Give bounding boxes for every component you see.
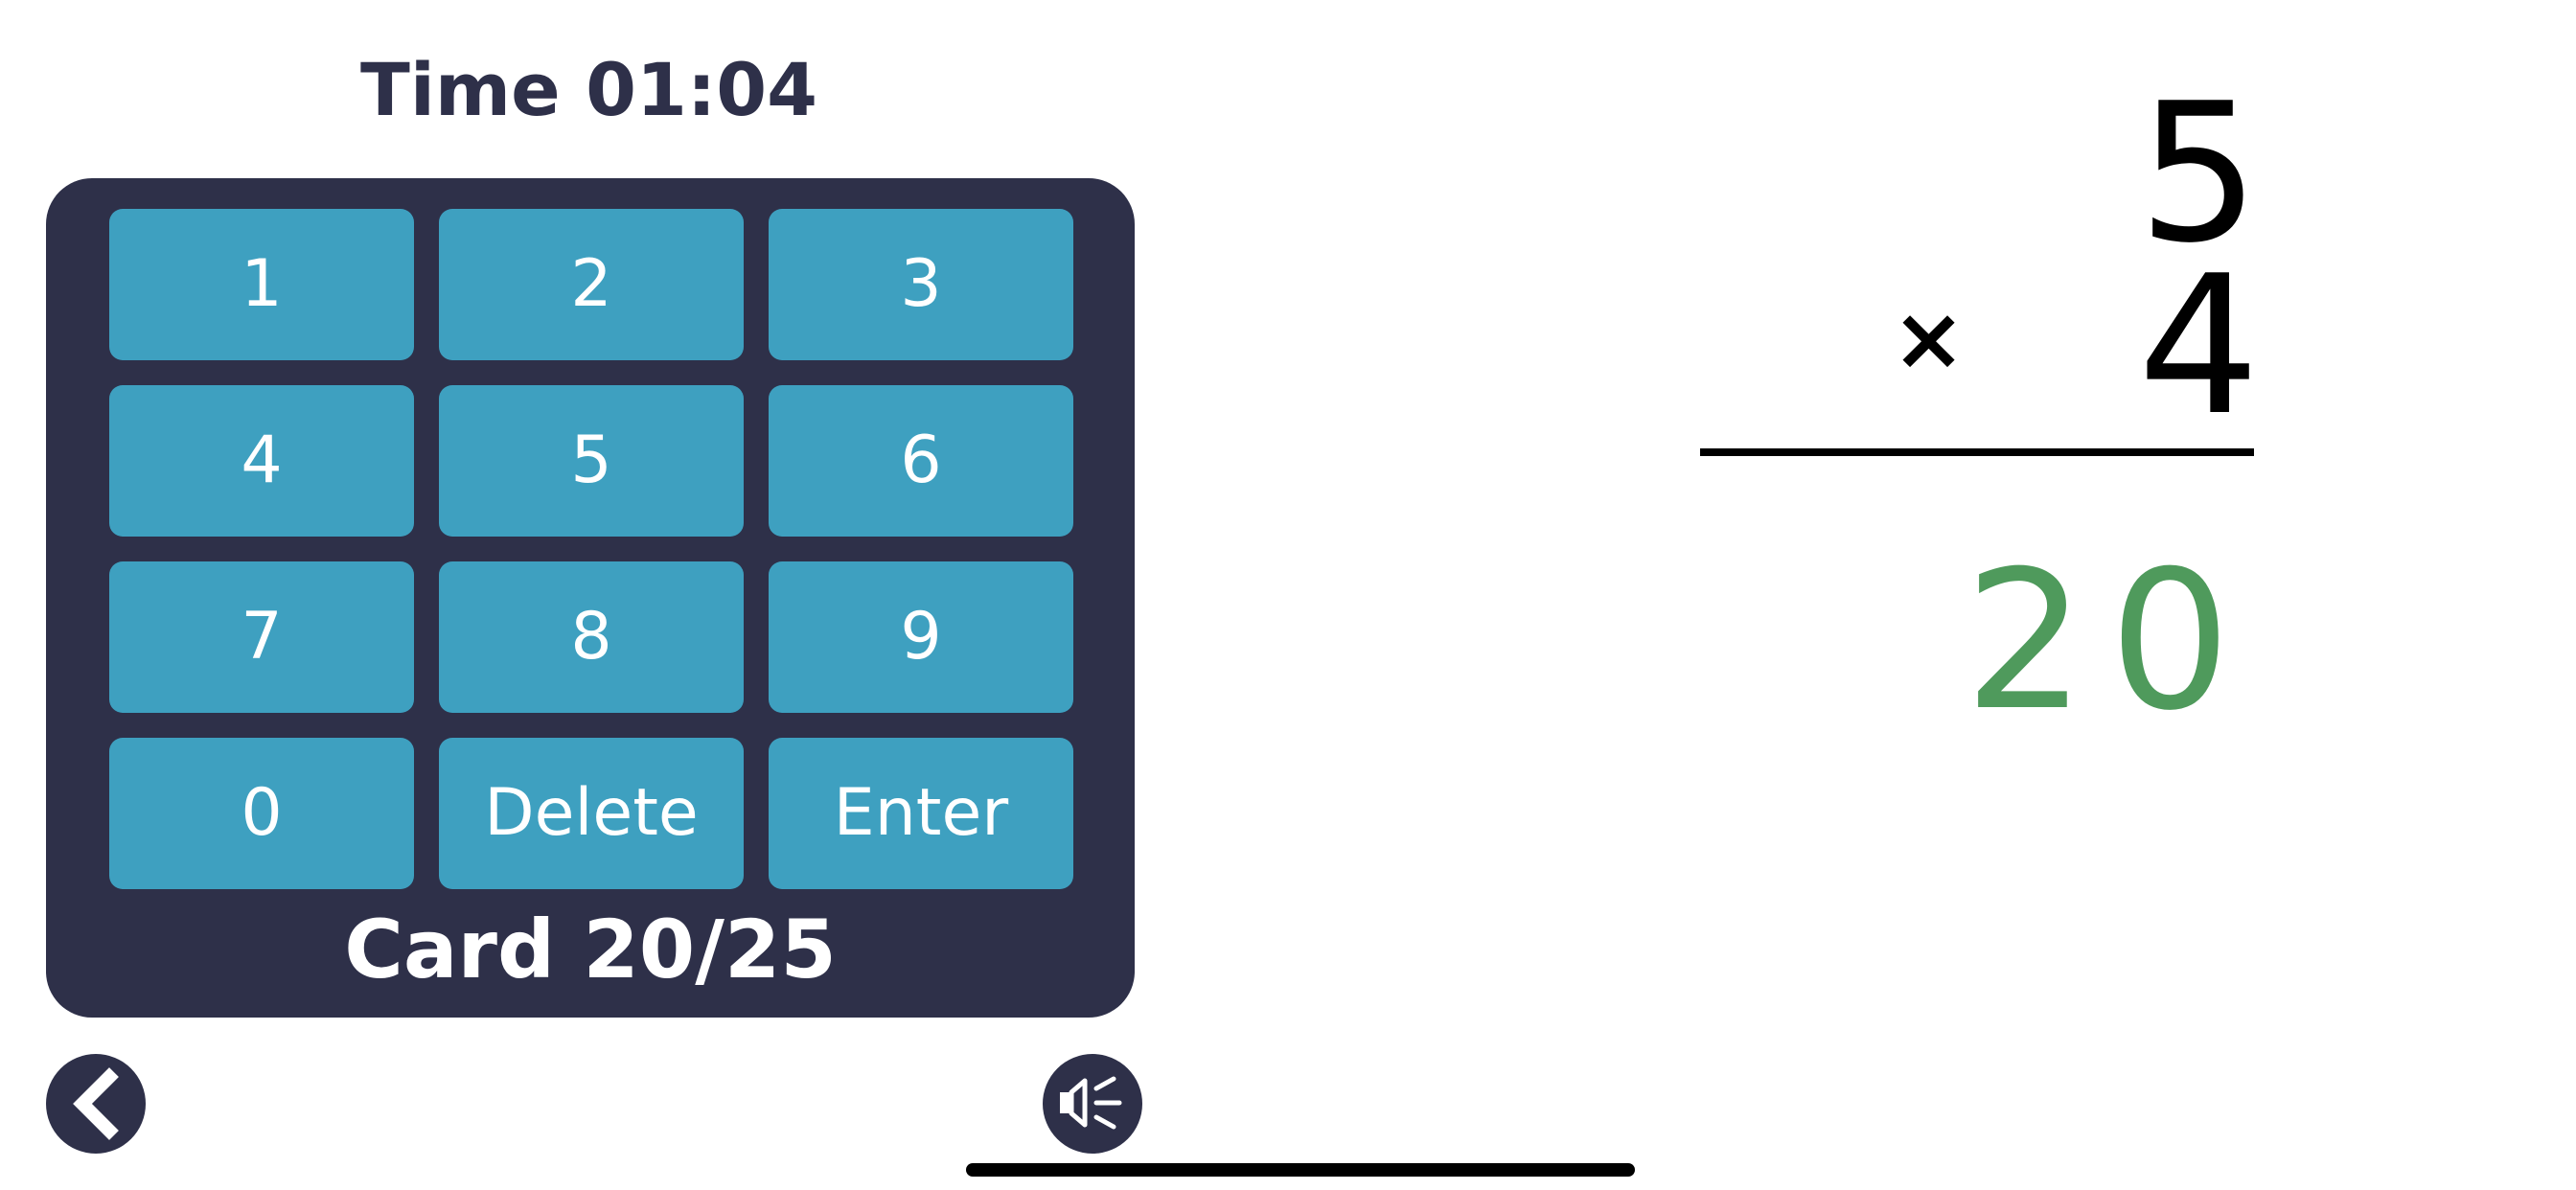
back-button[interactable] [46, 1054, 146, 1154]
key-8[interactable]: 8 [439, 561, 744, 713]
answer-display: 20 [1964, 530, 2254, 753]
enter-button[interactable]: Enter [769, 738, 1073, 889]
timer-label: Time [360, 47, 561, 132]
key-6[interactable]: 6 [769, 385, 1073, 537]
home-indicator[interactable] [966, 1163, 1635, 1177]
delete-button[interactable]: Delete [439, 738, 744, 889]
sound-button[interactable] [1043, 1054, 1142, 1154]
answer-divider [1700, 448, 2254, 456]
speaker-icon [1060, 1076, 1122, 1130]
back-chevron-icon [73, 1067, 119, 1140]
timer-display: Time 01:04 [360, 46, 820, 134]
key-7[interactable]: 7 [109, 561, 414, 713]
multiplicand: 5 [2137, 62, 2260, 286]
key-3[interactable]: 3 [769, 209, 1073, 360]
multiplier: 4 [2137, 235, 2260, 458]
key-5[interactable]: 5 [439, 385, 744, 537]
card-counter: Card 20/25 [344, 903, 837, 996]
key-4[interactable]: 4 [109, 385, 414, 537]
timer-value: 01:04 [586, 47, 818, 132]
key-9[interactable]: 9 [769, 561, 1073, 713]
multiply-operator: × [1892, 287, 1966, 390]
key-0[interactable]: 0 [109, 738, 414, 889]
key-1[interactable]: 1 [109, 209, 414, 360]
keypad-panel: 1 2 3 4 5 6 7 8 9 0 Delete Enter Card 20… [46, 178, 1135, 1018]
key-2[interactable]: 2 [439, 209, 744, 360]
